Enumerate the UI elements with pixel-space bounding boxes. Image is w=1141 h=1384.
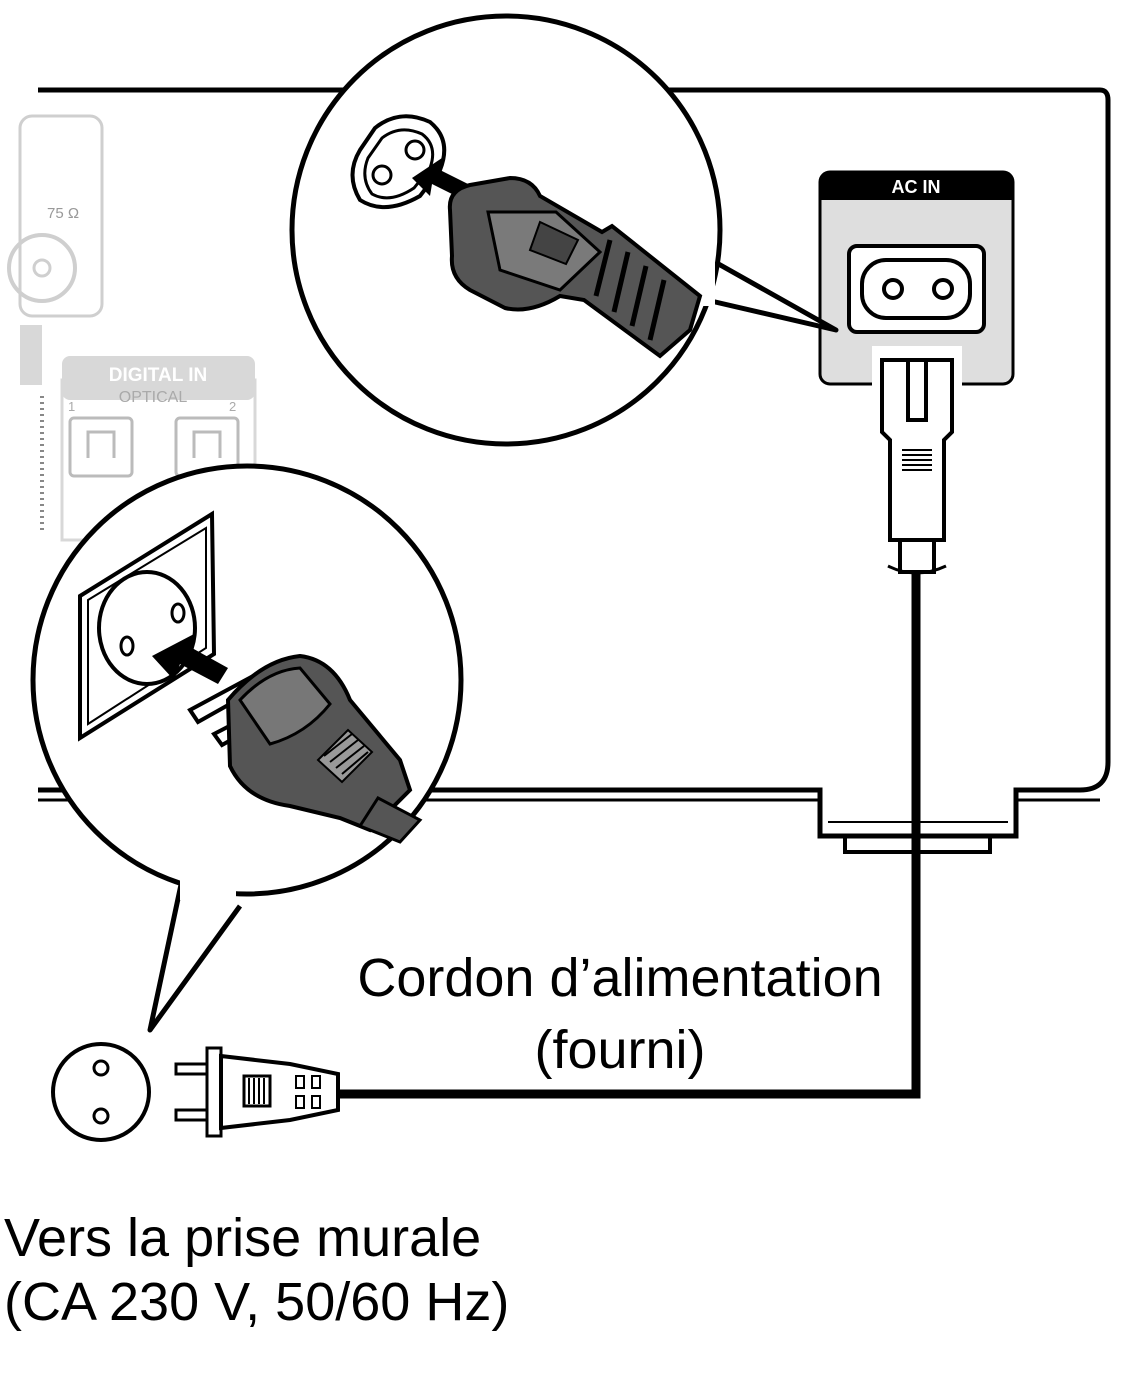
wall-outlet-caption-line2: (CA 230 V, 50/60 Hz) xyxy=(4,1272,510,1332)
optical-jack-1 xyxy=(68,416,134,478)
optical-label: OPTICAL xyxy=(119,389,188,406)
power-cord-caption-line2: (fourni) xyxy=(534,1020,706,1080)
optical-port-2-label: 2 xyxy=(229,399,236,414)
outlet-detail-callout xyxy=(30,463,464,1033)
digital-in-section: DIGITAL IN OPTICAL 1 2 xyxy=(20,325,257,542)
ac-in-panel: AC IN xyxy=(818,170,1015,386)
europlug xyxy=(187,653,423,844)
wall-outlet-caption: Vers la prise murale (CA 230 V, 50/60 Hz… xyxy=(4,1206,509,1334)
figure8-plug xyxy=(447,175,703,359)
antenna-jack-area: 75 Ω xyxy=(7,114,104,318)
power-cord-caption: Cordon d’alimentation (fourni) xyxy=(330,942,910,1086)
power-cord xyxy=(338,572,921,1099)
outlet-symbol-icon xyxy=(51,1042,151,1142)
wall-outlet-caption-line1: Vers la prise murale xyxy=(4,1208,482,1268)
inlet-detail-callout xyxy=(289,13,839,447)
ac-in-label: AC IN xyxy=(892,177,941,197)
schematic-plug-icon xyxy=(174,1046,340,1138)
plug-in-arrow-icon xyxy=(152,634,228,684)
ac-in-plug xyxy=(872,346,962,575)
power-cord-caption-line1: Cordon d’alimentation xyxy=(357,948,883,1008)
optical-port-1-label: 1 xyxy=(68,399,75,414)
impedance-label: 75 Ω xyxy=(47,205,79,222)
wall-socket xyxy=(78,510,217,742)
digital-in-label: DIGITAL IN xyxy=(109,365,208,386)
